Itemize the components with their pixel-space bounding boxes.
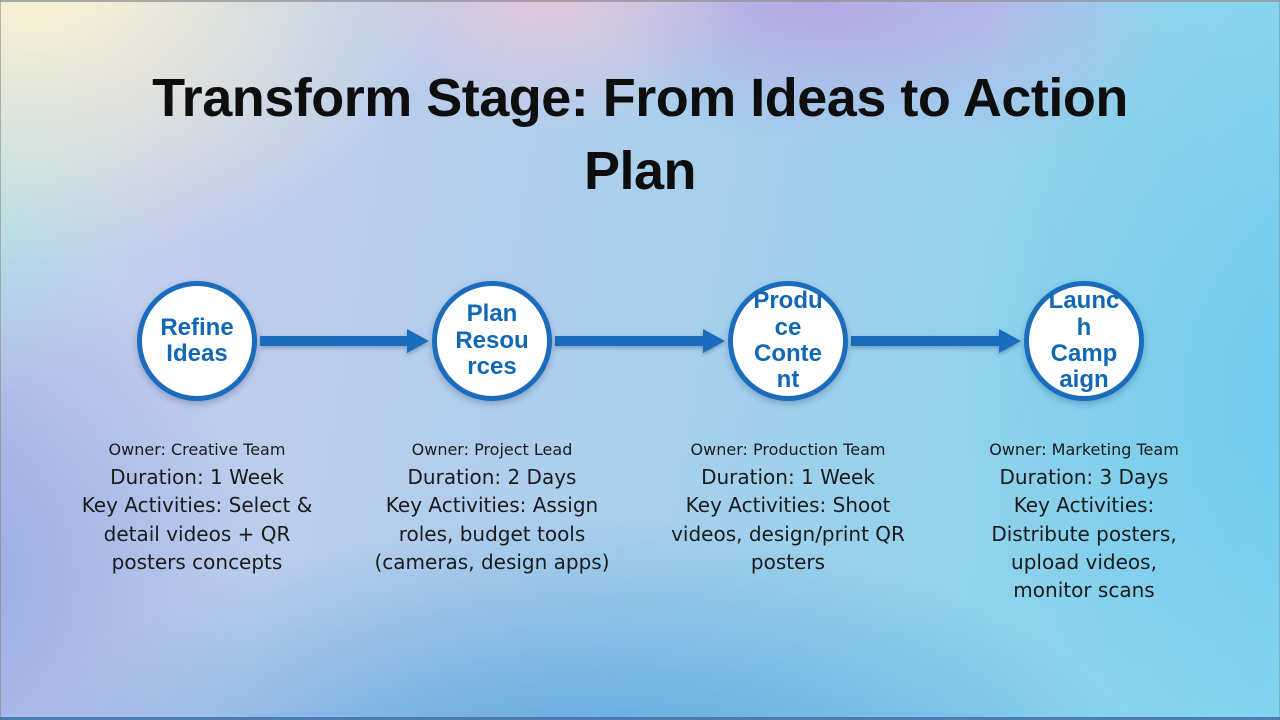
step-circle-label: Launc h Camp aign [1048,287,1120,394]
slide-title-line-2: Plan [583,140,697,201]
step-owner: Owner: Project Lead [411,440,573,459]
step-activities: Key Activities: Select & detail videos +… [81,493,313,574]
slide-edge-left [0,0,1,720]
arrow-head [407,329,429,353]
step-circle-produce-content: Produ ce Conte nt [728,281,848,401]
step-circle-label: Plan Resou rces [455,300,529,381]
step-description-produce-content: Owner: Production Team Duration: 1 Week … [658,438,918,576]
flow-arrow-icon [851,329,1021,353]
step-description-plan-resources: Owner: Project Lead Duration: 2 Days Key… [362,438,622,576]
slide-title-line-1: Transform Stage: From Ideas to Action [152,68,1128,128]
step-label-line: Produ [753,287,823,315]
step-duration: Duration: 2 Days [407,464,577,489]
arrow-shaft [851,336,999,346]
step-circle-refine-ideas: Refine Ideas [137,281,257,401]
slide-edge-top [0,0,1280,2]
step-owner: Owner: Production Team [690,440,886,459]
arrow-shaft [260,336,407,346]
step-duration: Duration: 1 Week [110,464,284,489]
step-circle-label: Produ ce Conte nt [753,287,823,394]
step-circle-launch-campaign: Launc h Camp aign [1024,281,1144,401]
arrow-shaft [555,336,703,346]
arrow-head [999,329,1021,353]
step-description-launch-campaign: Owner: Marketing Team Duration: 3 Days K… [972,438,1196,605]
step-label-line: Conte [753,340,822,367]
slide-edge-bottom [0,717,1280,720]
step-circle-label: Refine Ideas [160,313,234,368]
step-activities: Key Activities: Assign roles, budget too… [374,493,610,574]
step-owner: Owner: Marketing Team [989,440,1179,459]
step-label-line: aign [1059,366,1109,394]
step-activities: Key Activities: Distribute posters, uplo… [991,493,1177,603]
step-label-line: Plan [466,300,518,328]
step-label-line: Launc [1048,287,1120,315]
step-label-line: nt [776,366,800,394]
step-description-refine-ideas: Owner: Creative Team Duration: 1 Week Ke… [72,438,322,576]
step-circle-plan-resources: Plan Resou rces [432,281,552,401]
flow-arrow-icon [260,329,429,353]
step-label-line: rces [467,353,517,381]
step-activities: Key Activities: Shoot videos, design/pri… [671,493,905,574]
arrow-head [703,329,725,353]
slide-title: Transform Stage: From Ideas to Action Pl… [0,62,1280,208]
step-label-line: Camp [1050,340,1118,367]
flow-arrow-icon [555,329,725,353]
step-label-line: Resou [455,326,529,354]
step-label-line: ce [774,313,802,341]
step-duration: Duration: 1 Week [701,464,875,489]
step-label-line: h [1076,313,1092,341]
step-owner: Owner: Creative Team [108,440,286,459]
step-duration: Duration: 3 Days [999,464,1169,489]
step-label-line: Ideas [166,340,228,367]
step-label-line: Refine [160,313,234,341]
